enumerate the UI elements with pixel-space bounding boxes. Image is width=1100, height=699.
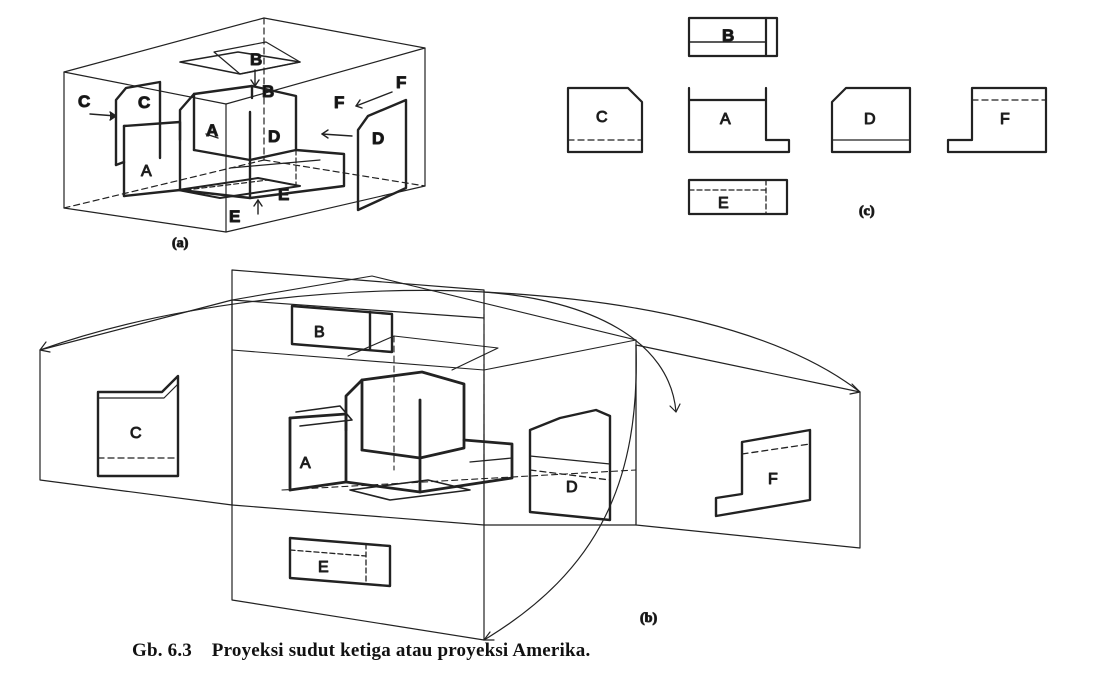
label-a-b: A — [300, 455, 311, 472]
panel-c-b — [39, 299, 233, 506]
view-f-c — [946, 86, 1048, 154]
label-e-plane-a: E — [278, 185, 289, 204]
view-a-c — [687, 86, 791, 154]
label-d-b: D — [566, 479, 578, 496]
subfigure-c — [566, 16, 1048, 216]
label-f-c: F — [1000, 111, 1010, 128]
label-c-arrow-a: C — [78, 92, 90, 111]
view-b-b — [290, 304, 394, 354]
unfold-arcs-b — [39, 289, 861, 641]
panel-f-b — [483, 344, 861, 549]
label-b-c: B — [722, 26, 734, 45]
plane-e-a — [177, 177, 301, 199]
label-d-plane-a: D — [372, 129, 384, 148]
part-a — [122, 84, 346, 200]
view-b-c — [687, 16, 779, 58]
label-e-b: E — [318, 559, 329, 576]
view-c-c — [566, 86, 644, 154]
label-f-arrow-a: F — [396, 73, 406, 92]
label-a-plane-a: A — [141, 163, 152, 180]
label-d-c: D — [864, 111, 876, 128]
view-e-c — [687, 178, 789, 216]
label-c-b: C — [130, 425, 142, 442]
label-b-plane-a: B — [250, 50, 262, 69]
view-arrows-a — [89, 69, 393, 215]
plane-d-a — [356, 98, 408, 212]
label-f-b: F — [768, 471, 778, 488]
view-d-b — [528, 408, 612, 522]
label-c-c: C — [596, 109, 608, 126]
figure-caption: Gb. 6.3 Proyeksi sudut ketiga atau proye… — [132, 640, 591, 661]
label-e-c: E — [718, 195, 729, 212]
caption-c: (c) — [859, 204, 875, 219]
label-a-arrow-a: A — [206, 121, 218, 140]
caption-b: (b) — [640, 611, 657, 626]
label-a-c: A — [720, 111, 731, 128]
view-d-c — [830, 86, 912, 154]
view-e-b — [288, 536, 392, 588]
label-b-b: B — [314, 324, 325, 341]
label-d-part-a: D — [268, 127, 280, 146]
part-b — [288, 370, 514, 494]
label-f-plane-a: F — [334, 93, 344, 112]
subfigure-b — [39, 269, 861, 641]
plane-b-a — [179, 41, 301, 75]
plane-c-a — [114, 80, 162, 167]
caption-a: (a) — [172, 236, 189, 251]
view-c-b — [96, 374, 180, 478]
glass-box-a — [63, 17, 426, 233]
label-c-plane-a: C — [138, 93, 150, 112]
inner-planes-b — [295, 405, 471, 501]
view-f-b — [714, 428, 812, 518]
label-b-arrow-a: B — [262, 82, 274, 101]
label-e-arrow-a: E — [229, 207, 240, 226]
subfigure-a: C C B B A A D D F F E E (a) — [63, 17, 426, 252]
